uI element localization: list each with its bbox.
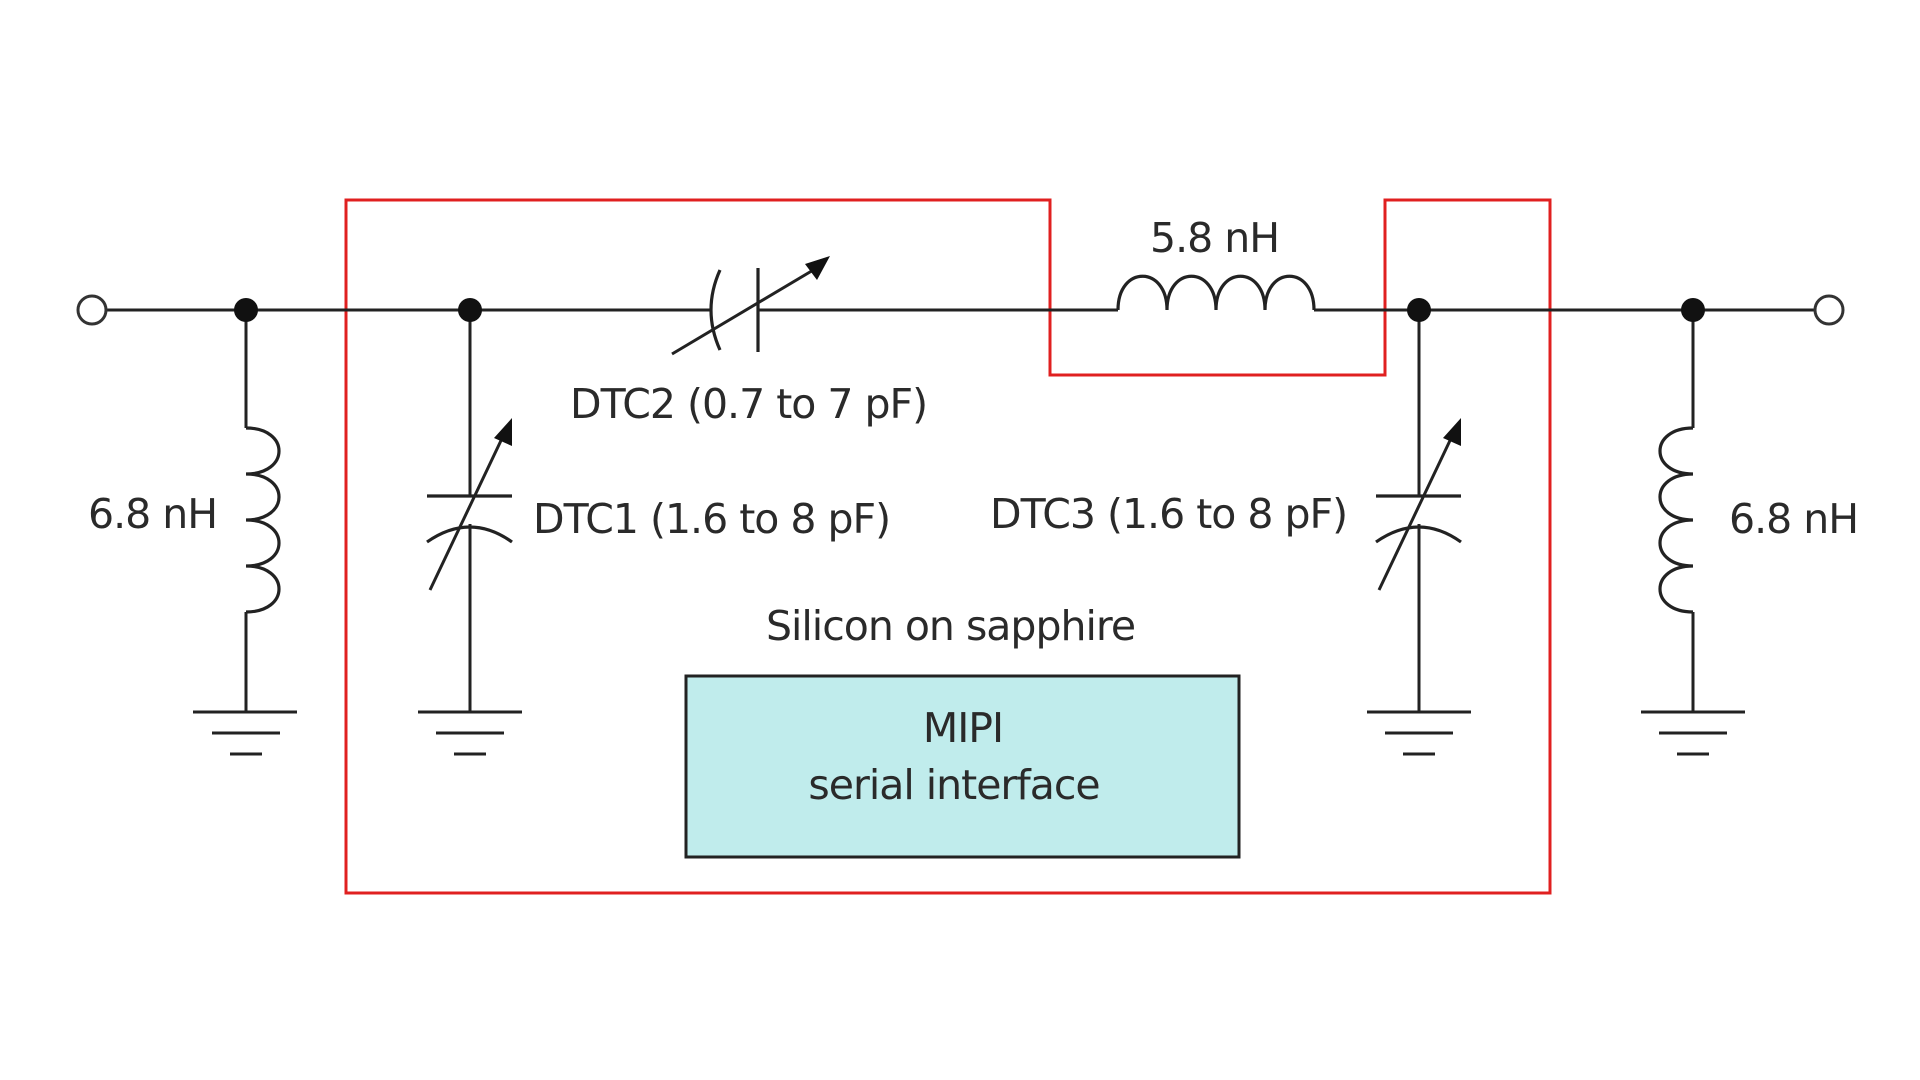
junction-node (234, 298, 258, 322)
dtc2-variable-capacitor (671, 256, 830, 356)
right-shunt-inductor (1658, 310, 1695, 712)
series-inductor-label: 5.8 nH (1150, 214, 1279, 262)
ground-icon (193, 710, 297, 756)
left-inductor-label: 6.8 nH (88, 490, 217, 538)
mipi-title: MIPI (923, 704, 1003, 752)
junction-node (1407, 298, 1431, 322)
right-inductor-label: 6.8 nH (1729, 495, 1858, 543)
dtc3-label: DTC3 (1.6 to 8 pF) (990, 490, 1347, 538)
junction-node (1681, 298, 1705, 322)
left-shunt-inductor (244, 310, 281, 712)
mipi-subtitle: serial interface (808, 761, 1099, 809)
dtc2-label: DTC2 (0.7 to 7 pF) (570, 380, 927, 428)
series-inductor (1116, 274, 1316, 311)
chip-label: Silicon on sapphire (766, 602, 1135, 650)
ground-icon (418, 710, 522, 756)
chip-boundary (344, 198, 1552, 895)
output-terminal (1813, 294, 1845, 326)
dtc3-variable-capacitor (1375, 310, 1462, 712)
mipi-block (684, 674, 1241, 859)
dtc1-variable-capacitor (426, 310, 513, 712)
input-terminal (76, 294, 108, 326)
ground-icon (1367, 710, 1471, 756)
dtc1-label: DTC1 (1.6 to 8 pF) (533, 495, 890, 543)
ground-icon (1641, 710, 1745, 756)
junction-node (458, 298, 482, 322)
